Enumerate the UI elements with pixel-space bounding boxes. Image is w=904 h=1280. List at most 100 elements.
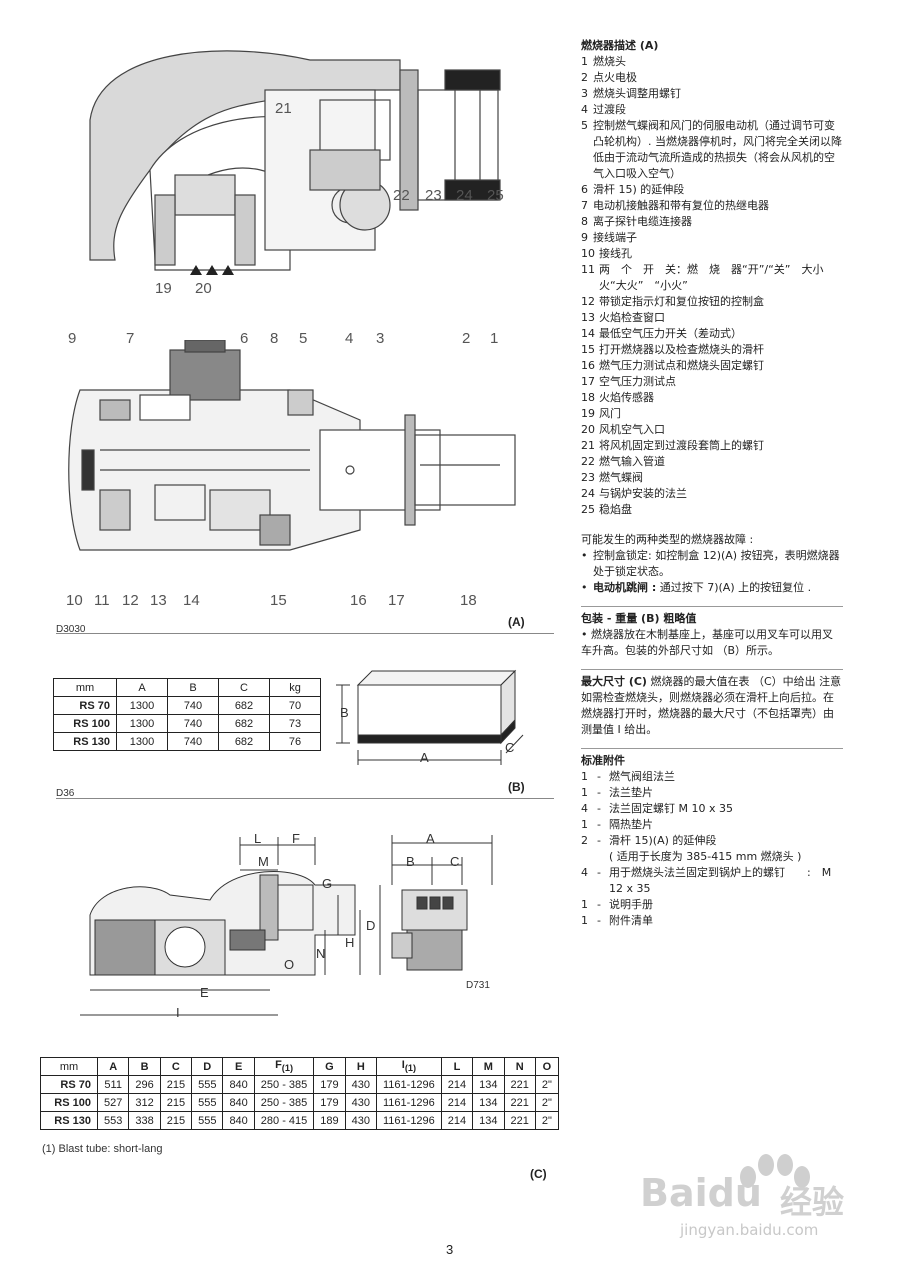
item-text: 稳焰盘 (599, 503, 632, 516)
item-qty: 1 (581, 898, 588, 911)
item-text: 说明手册 (609, 898, 653, 911)
list-item: 1-说明手册 (581, 897, 843, 913)
item-number: 12 (581, 295, 595, 308)
item-number: 14 (581, 327, 595, 340)
item-number: 21 (581, 439, 595, 452)
item-qty: 2 (581, 834, 588, 847)
table-cell: 215 (159, 1075, 193, 1094)
callout-10: 10 (66, 592, 83, 609)
callout-15: 15 (270, 592, 287, 609)
table-cell: 134 (472, 1093, 505, 1112)
table-header: D (191, 1057, 224, 1076)
table-cell: 840 (222, 1075, 255, 1094)
item-text: 火焰传感器 (599, 391, 654, 404)
table-cell: 682 (218, 696, 270, 715)
table-cell: 1300 (116, 696, 168, 715)
table-cell: 296 (128, 1075, 161, 1094)
item-body: 控制盒锁定: 如控制盒 12)(A) 按钮亮，表明燃烧器处于锁定状态。 (593, 549, 840, 578)
table-cell: 740 (167, 696, 219, 715)
table-cell: 511 (96, 1075, 130, 1094)
item-text: 空气压力测试点 (599, 375, 676, 388)
table-cell: 215 (159, 1111, 193, 1130)
table-cell: 555 (191, 1111, 224, 1130)
dim-l-label: L (254, 831, 262, 846)
dim-a-label: A (420, 750, 429, 765)
callout-2: 2 (462, 330, 471, 347)
table-header: kg (269, 678, 321, 697)
list-item: 17 空气压力测试点 (581, 374, 843, 390)
item-number: 20 (581, 423, 595, 436)
paw-logo-icon (740, 1154, 810, 1188)
item-number: 16 (581, 359, 595, 372)
item-dash: - (597, 786, 601, 799)
table-cell: 682 (218, 732, 270, 751)
item-bold: 电动机跳闸 : (593, 581, 657, 594)
callout-13: 13 (150, 592, 167, 609)
item-number: 17 (581, 375, 595, 388)
table-cell: 840 (222, 1093, 255, 1112)
table-cell: 214 (440, 1075, 474, 1094)
baidu-jingyan-watermark: Baidu 经验 jingyan.baidu.com (640, 1143, 880, 1243)
table-cell: 134 (472, 1075, 505, 1094)
item-text: 电动机跳闸 : 通过按下 7)(A) 上的按钮复位 . (593, 580, 811, 596)
callout-16: 16 (350, 592, 367, 609)
item-text: 带锁定指示灯和复位按钮的控制盒 (599, 295, 764, 308)
figure-c-letter: (C) (530, 1167, 547, 1181)
table-cell: RS 130 (53, 732, 117, 751)
item-text: 离子探针电缆连接器 (593, 215, 692, 228)
table-cell: 221 (503, 1075, 536, 1094)
callout-17: 17 (388, 592, 405, 609)
list-item: ( 适用于长度为 385-415 mm 燃烧头 ) (581, 849, 843, 865)
item-text: 隔热垫片 (609, 818, 653, 831)
table-cell: 1161-1296 (376, 1075, 442, 1094)
item-dash: - (597, 834, 601, 847)
max-size-title: 最大尺寸 (C) (581, 675, 647, 688)
table-cell: 250 - 385 (253, 1075, 315, 1094)
item-text: 最低空气压力开关（差动式） (599, 327, 742, 340)
item-text: 滑杆 15) 的延伸段 (593, 183, 685, 196)
callout-8: 8 (270, 330, 279, 347)
item-text: 燃烧头调整用螺钉 (593, 87, 681, 100)
list-item: 1-隔热垫片 (581, 817, 843, 833)
overall-dimensions-table: mm A B C D E F(1) G H I(1) L M N O RS 70… (40, 1057, 559, 1130)
item-body: 通过按下 7)(A) 上的按钮复位 . (656, 581, 812, 594)
item-dash (597, 849, 609, 865)
item-number: 1 (581, 55, 588, 68)
table-row: RS 70 1300 740 682 70 (53, 696, 321, 715)
table-row: RS 130 1300 740 682 76 (53, 732, 321, 751)
item-number: 3 (581, 87, 588, 100)
description-title: 燃烧器描述 (A) (581, 39, 659, 52)
item-text: 与锅炉安装的法兰 (599, 487, 687, 500)
callout-21: 21 (275, 100, 292, 117)
table-cell: 134 (472, 1111, 505, 1130)
item-text: 风门 (599, 407, 621, 420)
list-item: 12 带锁定指示灯和复位按钮的控制盒 (581, 294, 843, 310)
table-cell: 1161-1296 (376, 1093, 442, 1112)
figure-c-code: D731 (466, 980, 490, 991)
item-text: 燃烧头 (593, 55, 626, 68)
table-cell: 312 (128, 1093, 161, 1112)
dim-b-front-label: B (406, 854, 415, 869)
table-cell: 221 (503, 1111, 536, 1130)
table-cell: 250 - 385 (253, 1093, 315, 1112)
table-cell: 214 (440, 1093, 474, 1112)
table-header: N (503, 1057, 536, 1076)
item-text: ( 适用于长度为 385-415 mm 燃烧头 ) (609, 850, 802, 863)
item-text: 燃气蝶阀 (599, 471, 643, 484)
list-item: 4-用于燃烧头法兰固定到锅炉上的螺钉 : M 12 x 35 (581, 865, 843, 897)
packaging-section: 包装 - 重量 (B) 粗略值 • 燃烧器放在木制基座上，基座可以用叉车可以用叉… (581, 606, 843, 659)
list-item: 1-附件清单 (581, 913, 843, 929)
table-cell: 430 (344, 1111, 378, 1130)
list-item: •控制盒锁定: 如控制盒 12)(A) 按钮亮，表明燃烧器处于锁定状态。 (581, 548, 843, 580)
table-cell: 280 - 415 (253, 1111, 315, 1130)
dim-i-label: I (176, 1005, 180, 1020)
table-row: RS 100 527 312 215 555 840 250 - 385 179… (40, 1093, 559, 1112)
item-text: 接线孔 (599, 247, 632, 260)
bullet-mark: • (581, 581, 588, 594)
table-cell: 430 (344, 1093, 378, 1112)
